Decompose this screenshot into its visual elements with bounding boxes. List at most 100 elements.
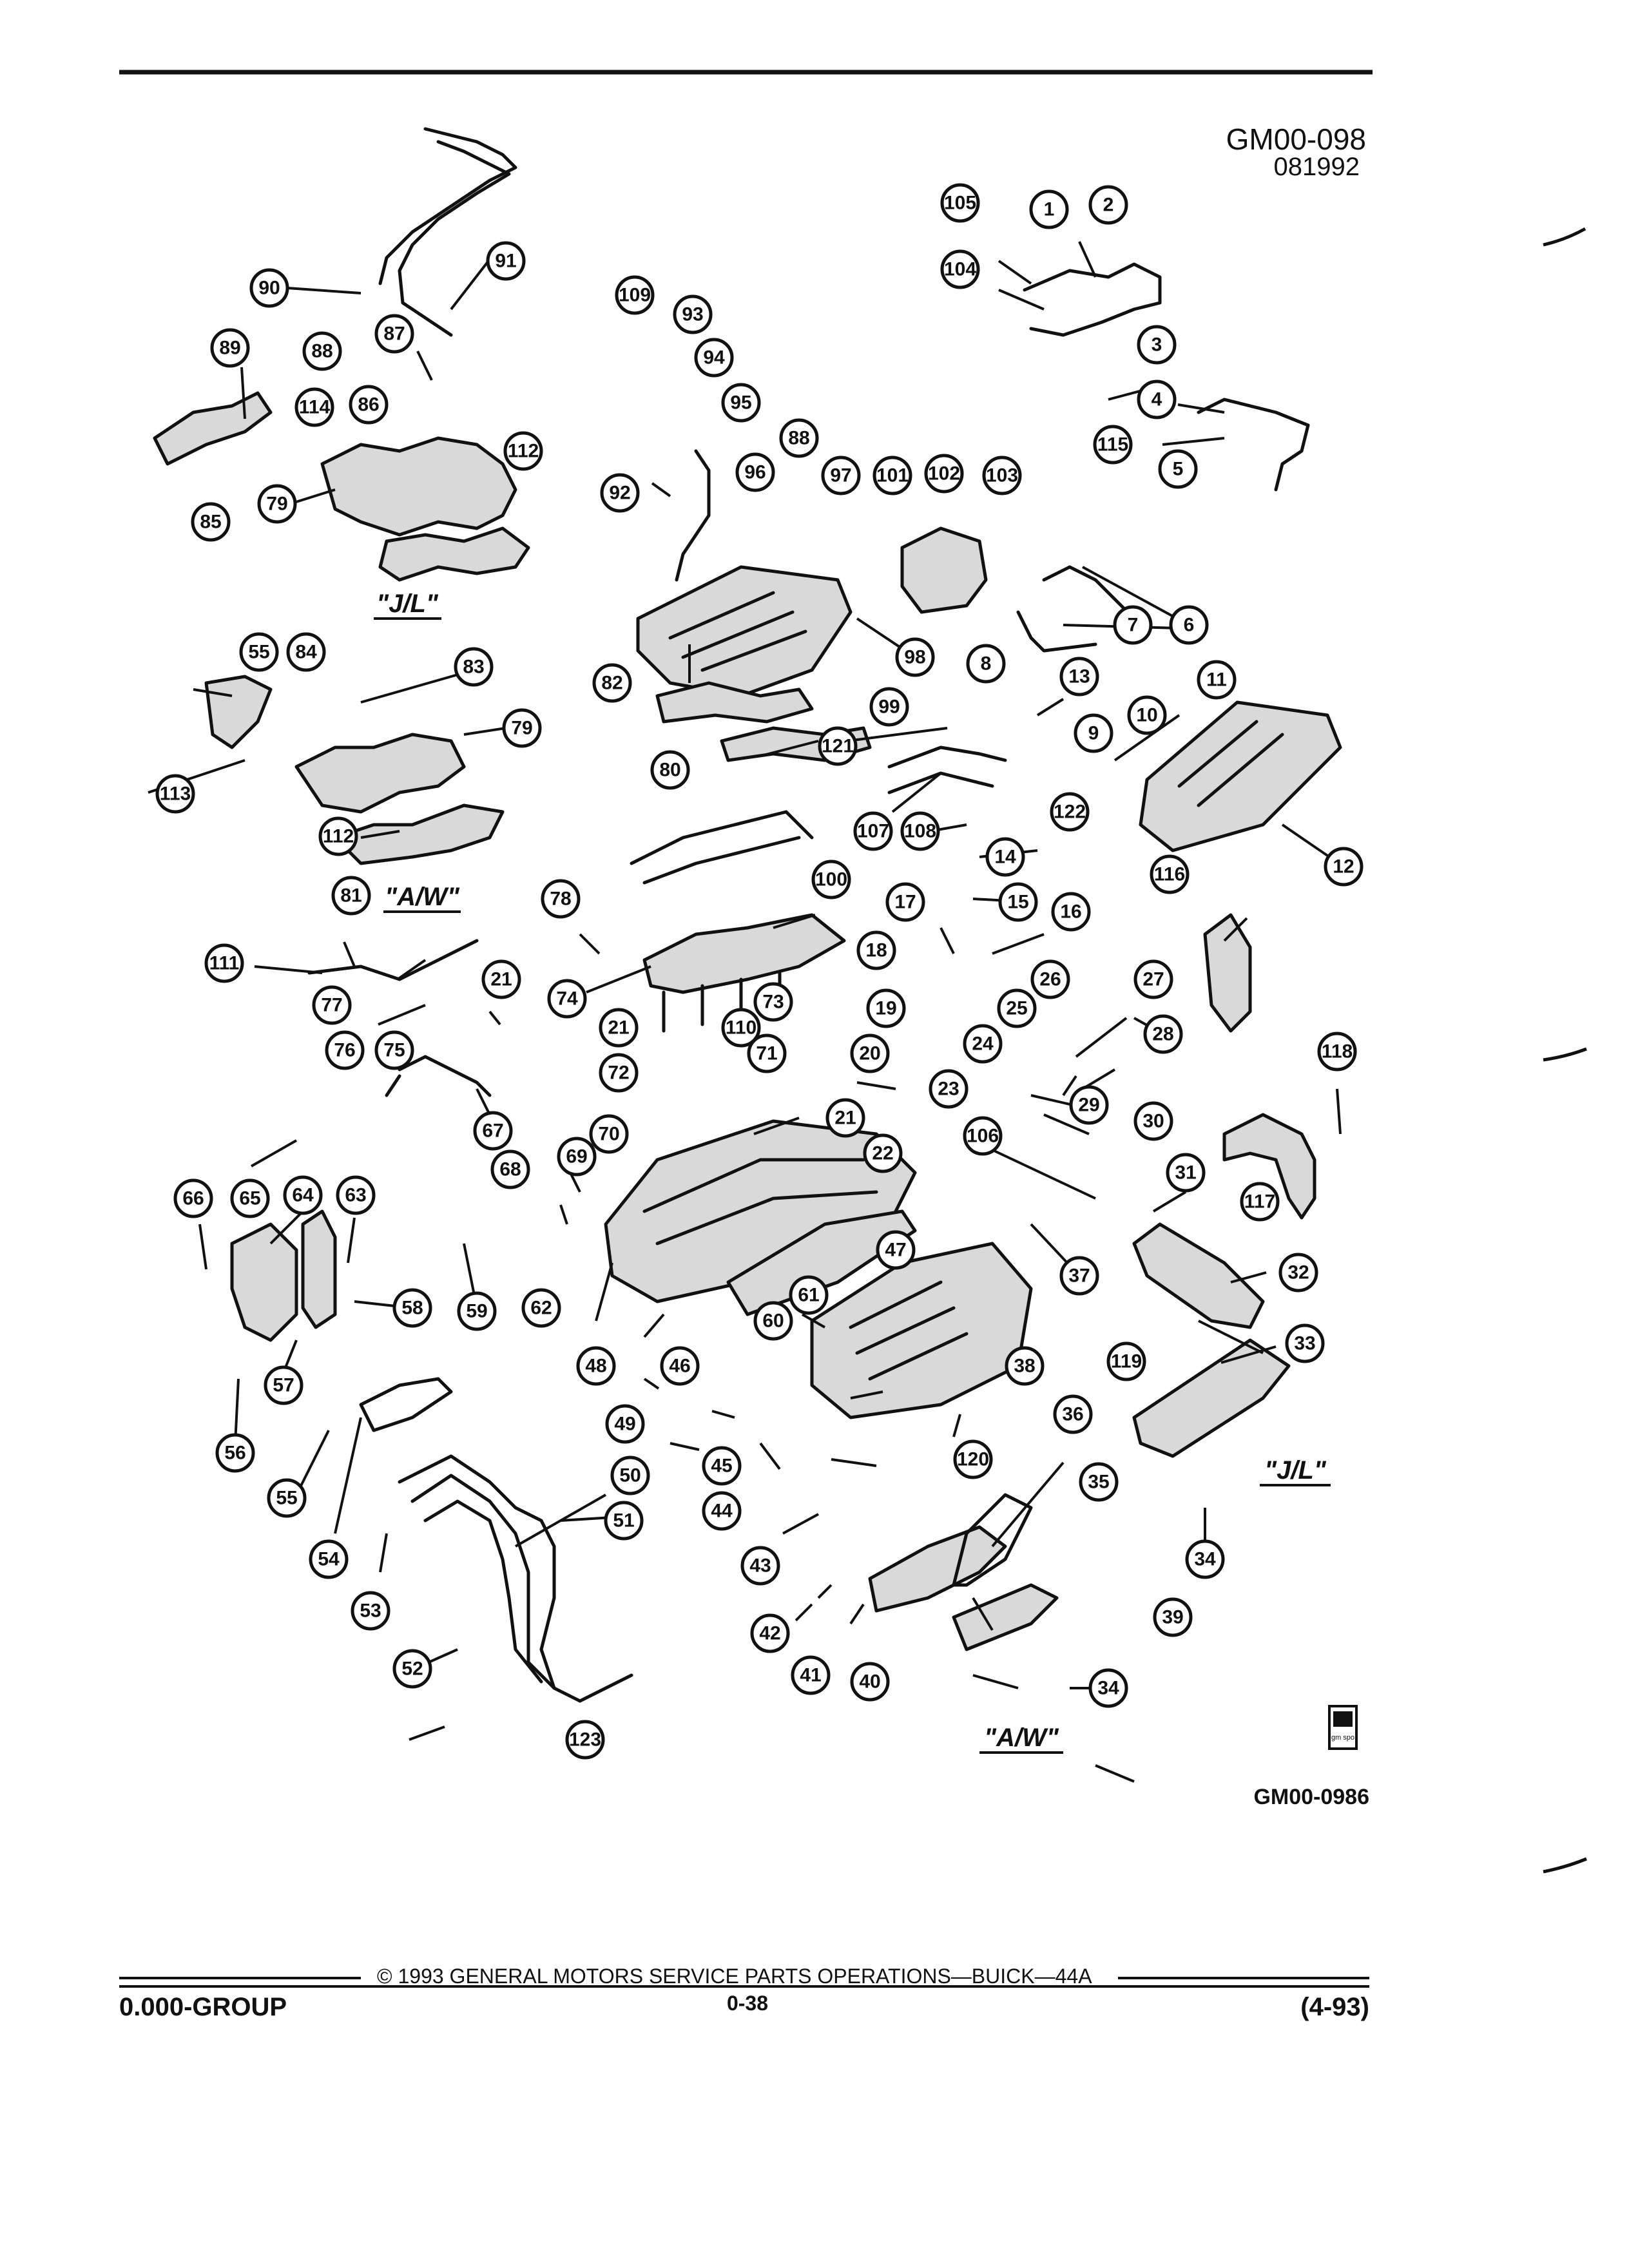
svg-text:112: 112 (323, 826, 354, 847)
callout-88a: 88 (302, 331, 342, 371)
callout-16: 16 (1051, 892, 1091, 932)
svg-text:107: 107 (857, 821, 889, 842)
variant-label-aw-lower: "A/W" (984, 1724, 1059, 1752)
svg-text:72: 72 (608, 1062, 629, 1084)
svg-text:121: 121 (822, 736, 854, 757)
svg-text:112: 112 (508, 441, 539, 462)
callout-45: 45 (702, 1446, 742, 1486)
callout-48: 48 (576, 1346, 616, 1386)
svg-text:105: 105 (944, 193, 976, 214)
callout-44: 44 (702, 1491, 742, 1531)
svg-text:103: 103 (986, 465, 1018, 486)
callout-4: 4 (1137, 380, 1177, 419)
svg-text:47: 47 (885, 1240, 906, 1261)
callout-66: 66 (173, 1178, 213, 1218)
svg-text:101: 101 (876, 465, 909, 486)
svg-text:44: 44 (711, 1501, 733, 1522)
svg-text:66: 66 (182, 1188, 204, 1209)
svg-text:84: 84 (295, 642, 317, 663)
svg-text:46: 46 (669, 1356, 690, 1377)
svg-text:50: 50 (619, 1465, 641, 1486)
svg-text:37: 37 (1068, 1265, 1090, 1287)
callout-83: 83 (454, 647, 494, 687)
callout-72: 72 (599, 1053, 639, 1093)
callout-67: 67 (473, 1111, 513, 1151)
svg-text:51: 51 (613, 1510, 634, 1532)
svg-text:122: 122 (1054, 802, 1086, 823)
svg-text:76: 76 (334, 1040, 355, 1061)
callout-28: 28 (1143, 1014, 1183, 1054)
svg-text:55: 55 (248, 642, 269, 663)
callout-33: 33 (1285, 1323, 1325, 1363)
callout-117: 117 (1240, 1182, 1280, 1222)
callout-102: 102 (924, 454, 964, 494)
svg-text:81: 81 (340, 885, 361, 907)
variant-label-aw-upper: "A/W" (385, 883, 460, 911)
scan-mark-bottom (1543, 1857, 1587, 1874)
svg-text:25: 25 (1006, 998, 1027, 1019)
callout-60: 60 (753, 1301, 793, 1341)
callout-93: 93 (673, 294, 713, 334)
svg-text:3: 3 (1152, 334, 1162, 356)
callout-110: 110 (721, 1008, 761, 1048)
callout-105: 105 (940, 183, 980, 223)
svg-text:86: 86 (358, 394, 379, 416)
svg-text:2: 2 (1103, 195, 1114, 216)
svg-text:79: 79 (511, 718, 532, 739)
svg-text:gm spo: gm spo (1331, 1734, 1354, 1742)
svg-text:93: 93 (682, 304, 703, 325)
svg-text:67: 67 (482, 1120, 503, 1142)
gm-spo-logo-icon: gm spo (1328, 1705, 1358, 1750)
svg-text:59: 59 (466, 1301, 487, 1322)
callout-95: 95 (721, 383, 761, 423)
svg-text:27: 27 (1142, 969, 1164, 990)
svg-text:63: 63 (345, 1185, 366, 1206)
callout-21b: 21 (599, 1008, 639, 1048)
callout-106: 106 (963, 1116, 1003, 1156)
callout-35: 35 (1079, 1462, 1119, 1502)
callout-50: 50 (610, 1456, 650, 1495)
svg-text:58: 58 (401, 1298, 423, 1319)
svg-text:29: 29 (1078, 1095, 1099, 1116)
callout-70: 70 (589, 1114, 629, 1154)
svg-text:78: 78 (550, 889, 571, 910)
svg-text:62: 62 (530, 1298, 552, 1319)
svg-text:45: 45 (711, 1456, 732, 1477)
callout-42: 42 (750, 1613, 790, 1653)
svg-text:18: 18 (865, 940, 887, 961)
svg-text:109: 109 (619, 285, 651, 306)
svg-text:55: 55 (276, 1488, 297, 1509)
callout-22: 22 (863, 1133, 903, 1173)
callout-76: 76 (325, 1030, 365, 1070)
callout-78: 78 (541, 879, 581, 919)
footer-revision: (4-93) (1300, 1993, 1369, 2021)
callout-97: 97 (821, 456, 861, 495)
svg-text:19: 19 (875, 998, 896, 1019)
svg-text:7: 7 (1128, 615, 1139, 636)
svg-text:6: 6 (1184, 615, 1195, 636)
svg-text:106: 106 (967, 1126, 999, 1147)
callout-24: 24 (963, 1024, 1003, 1064)
figure-id: GM00-0986 (1253, 1785, 1369, 1809)
callout-12: 12 (1324, 847, 1364, 887)
callout-27: 27 (1133, 959, 1173, 999)
callout-63: 63 (336, 1175, 376, 1215)
svg-text:90: 90 (258, 278, 280, 299)
callout-15: 15 (998, 882, 1038, 922)
svg-text:110: 110 (726, 1017, 757, 1039)
callout-103: 103 (982, 456, 1022, 495)
callout-52: 52 (392, 1649, 432, 1689)
svg-text:14: 14 (994, 847, 1016, 868)
callout-14: 14 (985, 837, 1025, 877)
svg-text:49: 49 (614, 1414, 635, 1435)
svg-text:113: 113 (160, 783, 191, 805)
footer-group: 0.000-GROUP (119, 1993, 287, 2021)
svg-text:36: 36 (1062, 1404, 1083, 1425)
svg-text:68: 68 (499, 1159, 521, 1180)
callout-29: 29 (1069, 1085, 1109, 1125)
svg-text:34: 34 (1097, 1678, 1119, 1699)
callout-37: 37 (1059, 1256, 1099, 1296)
callout-25: 25 (997, 988, 1037, 1028)
callout-89: 89 (210, 328, 250, 368)
